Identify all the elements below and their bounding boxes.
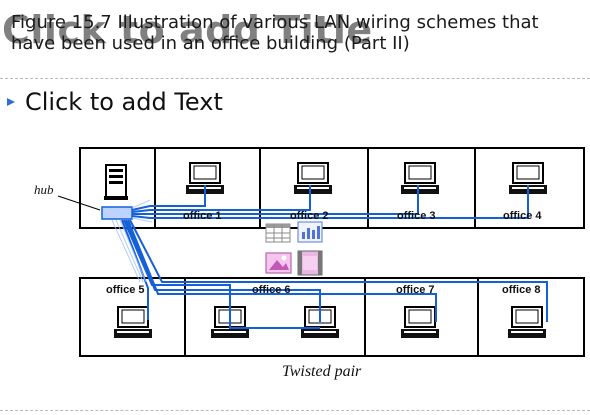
pc-office-3-icon <box>400 162 440 195</box>
pc-office-5-icon <box>113 306 153 339</box>
office-8-label: office 8 <box>502 284 541 296</box>
body-placeholder[interactable]: Click to add Text <box>6 88 223 116</box>
figure-caption: Figure 15.7 Illustration of various LAN … <box>11 12 539 54</box>
pc-office-8-icon <box>507 306 547 339</box>
office-7-label: office 7 <box>396 284 435 296</box>
title-placeholder[interactable]: Click to add Title <box>2 8 373 52</box>
picture-icon[interactable] <box>265 252 292 274</box>
bottom-floor-frame <box>79 277 585 357</box>
office-6-label: office 6 <box>252 284 291 296</box>
twisted-pair-wiring <box>121 185 548 329</box>
office-4-label: office 4 <box>503 210 542 222</box>
chart-icon[interactable] <box>297 221 323 243</box>
office-2-label: office 2 <box>290 210 329 222</box>
pc-office-7-icon <box>400 306 440 339</box>
cable-label: Twisted pair <box>282 363 362 380</box>
media-icon[interactable] <box>297 250 323 276</box>
bottom-divider <box>0 410 590 411</box>
server-icon <box>104 164 128 200</box>
body-placeholder-text: Click to add Text <box>25 88 223 116</box>
top-floor-frame <box>79 147 585 229</box>
office-1-label: office 1 <box>183 210 222 222</box>
bullet-arrow-icon <box>6 92 18 112</box>
cable-bundle <box>111 199 153 283</box>
office-3-label: office 3 <box>397 210 436 222</box>
hub-label: hub <box>34 182 54 197</box>
table-icon[interactable] <box>265 223 291 243</box>
pc-office-2-icon <box>293 162 333 195</box>
hub-icon <box>101 206 133 220</box>
title-divider <box>0 78 590 79</box>
office-5-label: office 5 <box>106 284 145 296</box>
